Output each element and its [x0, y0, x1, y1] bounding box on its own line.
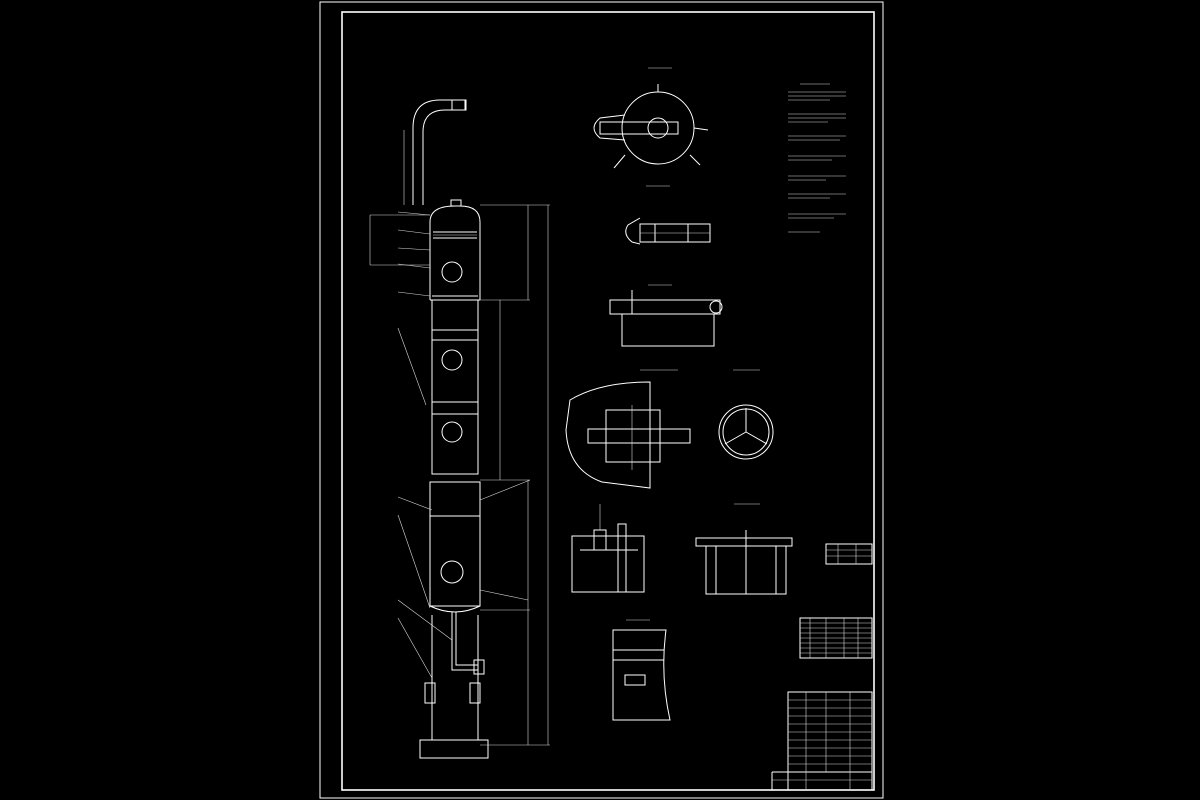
manhole-2: [441, 349, 463, 371]
skirt-opening-left: [424, 682, 436, 704]
bottom-head: [429, 605, 481, 613]
distributor-arm-3: [745, 431, 768, 445]
manhole-3: [441, 421, 463, 443]
leader-5: [397, 291, 431, 297]
top-view: [593, 67, 709, 187]
leader-1: [397, 211, 431, 216]
detail-c: [612, 619, 671, 721]
nozzle-table: [825, 543, 873, 565]
sheet-outer-border: [319, 1, 884, 799]
vent-pipe-cap: [451, 99, 467, 111]
distributor-view: [718, 369, 774, 460]
support-left-bolt: [593, 529, 607, 551]
section-b: [565, 369, 691, 489]
top-head: [429, 205, 481, 223]
support-detail-right: [695, 503, 793, 595]
top-view-nozzle-1: [613, 154, 626, 169]
flange-3: [431, 401, 479, 415]
tower-elevation: [369, 99, 550, 759]
section-b-box: [605, 409, 661, 463]
bottom-valve: [473, 659, 485, 675]
leader-2: [397, 229, 431, 235]
detail-c-body: [612, 629, 671, 721]
bottom-outlet-pipe-inner: [455, 612, 478, 666]
shell-lower: [429, 481, 481, 607]
top-view-nozzle-2: [689, 154, 701, 166]
shell-segment-2: [431, 299, 479, 331]
detail-a: [609, 284, 723, 347]
support-left-post: [617, 523, 627, 593]
leader-8: [397, 514, 431, 609]
bottom-outlet-pipe: [451, 612, 478, 671]
top-view-nozzle-3: [693, 127, 709, 131]
detail-c-slot: [624, 674, 646, 686]
top-view-shell: [621, 91, 695, 165]
skirt-opening-right: [469, 682, 481, 704]
leader-6: [397, 327, 427, 406]
nozzle-detail-curve: [625, 217, 641, 245]
top-view-lug: [593, 114, 626, 141]
distributor-ring-outer: [718, 404, 774, 460]
leader-9: [397, 599, 453, 641]
leader-3: [397, 247, 431, 251]
support-right-top: [695, 537, 793, 547]
detail-a-lug: [709, 300, 723, 314]
leader-4: [397, 263, 431, 269]
nozzle-table-frame: [825, 543, 873, 565]
support-left-frame: [571, 535, 645, 593]
nozzle-detail: [625, 217, 711, 245]
technical-notes: [788, 83, 846, 233]
leader-10: [397, 617, 433, 679]
leader-11: [479, 479, 531, 501]
top-nozzle: [450, 199, 462, 207]
manhole-4: [440, 560, 464, 584]
title-block: [771, 691, 873, 791]
shell-segment-3: [431, 339, 479, 403]
base-ring: [419, 739, 489, 759]
leader-7: [397, 496, 433, 511]
top-view-beam: [599, 121, 679, 135]
detail-a-plate: [609, 299, 721, 315]
shell-segment-4: [431, 413, 479, 475]
sheet-inner-border: [341, 11, 875, 791]
title-block-frame: [787, 691, 873, 791]
section-b-pipe: [587, 428, 691, 444]
top-view-center: [647, 117, 669, 139]
distributor-arm-2: [724, 431, 747, 445]
flange-2: [431, 329, 479, 341]
section-b-curve: [565, 381, 651, 489]
leader-12: [479, 589, 529, 601]
manhole-1: [441, 261, 463, 283]
parts-list: [799, 617, 873, 659]
vent-pipe: [412, 99, 466, 205]
support-detail-left: [571, 504, 645, 593]
detail-a-body: [621, 313, 715, 347]
